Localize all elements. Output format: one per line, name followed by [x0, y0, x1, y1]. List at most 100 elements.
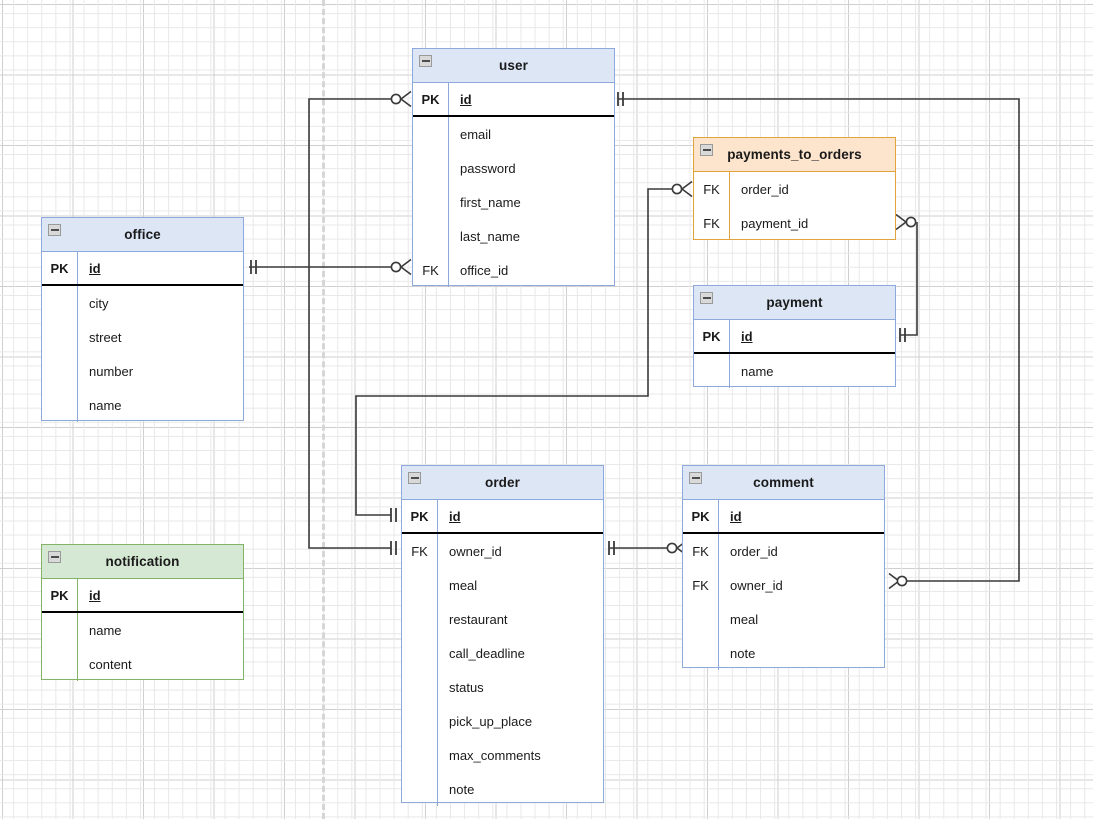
entity-order[interactable]: order PK id FK owner_id meal restaurant …: [401, 465, 604, 806]
relationship-office-to-user[interactable]: [249, 258, 412, 276]
entity-comment[interactable]: comment PK id FK order_id FK owner_id me…: [682, 465, 885, 670]
entity-header-notification[interactable]: notification: [42, 545, 243, 579]
row-field: order_id: [718, 534, 884, 568]
entity-row-office-city[interactable]: city: [42, 286, 243, 320]
entity-office[interactable]: office PK id city street number name: [41, 217, 244, 422]
row-field: owner_id: [718, 568, 884, 602]
collapse-minus-icon[interactable]: [689, 472, 702, 484]
row-key: [694, 354, 729, 388]
entity-row-notification-content[interactable]: content: [42, 647, 243, 681]
entity-title-payments-to-orders: payments_to_orders: [727, 147, 862, 162]
row-field: office_id: [448, 253, 614, 287]
row-field: name: [729, 354, 895, 388]
collapse-minus-icon[interactable]: [408, 472, 421, 484]
entity-row-order-id[interactable]: PK id: [402, 500, 603, 534]
entity-row-office-id[interactable]: PK id: [42, 252, 243, 286]
row-field: call_deadline: [437, 636, 603, 670]
entity-row-order-meal[interactable]: meal: [402, 568, 603, 602]
page-break-line: [322, 0, 325, 819]
entity-row-comment-owner-id[interactable]: FK owner_id: [683, 568, 884, 602]
row-key: FK: [692, 577, 709, 593]
relationship-payments-to-orders-to-payment[interactable]: [895, 213, 918, 343]
entity-rows-payment: PK id name: [694, 320, 895, 388]
row-key: [413, 117, 448, 151]
collapse-minus-icon[interactable]: [700, 292, 713, 304]
entity-row-user-password[interactable]: password: [413, 151, 614, 185]
row-field: last_name: [448, 219, 614, 253]
row-field: id: [448, 83, 614, 115]
collapse-minus-icon[interactable]: [48, 551, 61, 563]
entity-header-office[interactable]: office: [42, 218, 243, 252]
row-field: pick_up_place: [437, 704, 603, 738]
entity-row-office-number[interactable]: number: [42, 354, 243, 388]
entity-row-office-street[interactable]: street: [42, 320, 243, 354]
entity-row-order-restaurant[interactable]: restaurant: [402, 602, 603, 636]
entity-row-user-email[interactable]: email: [413, 117, 614, 151]
entity-rows-notification: PK id name content: [42, 579, 243, 681]
entity-title-office: office: [124, 227, 161, 242]
entity-row-order-call-deadline[interactable]: call_deadline: [402, 636, 603, 670]
row-key: PK: [50, 260, 69, 276]
entity-header-comment[interactable]: comment: [683, 466, 884, 500]
entity-header-order[interactable]: order: [402, 466, 603, 500]
row-field: owner_id: [437, 534, 603, 568]
row-key: PK: [691, 508, 710, 524]
row-key: PK: [50, 587, 69, 603]
entity-row-user-first-name[interactable]: first_name: [413, 185, 614, 219]
row-key: FK: [422, 262, 439, 278]
entity-header-user[interactable]: user: [413, 49, 614, 83]
row-key: [42, 388, 77, 422]
row-key: [413, 219, 448, 253]
entity-row-order-owner-id[interactable]: FK owner_id: [402, 534, 603, 568]
entity-title-order: order: [484, 475, 520, 490]
collapse-minus-icon[interactable]: [48, 224, 61, 236]
collapse-minus-icon[interactable]: [419, 55, 432, 67]
row-field: meal: [718, 602, 884, 636]
row-field: id: [437, 500, 603, 532]
entity-row-user-id[interactable]: PK id: [413, 83, 614, 117]
entity-row-pto-order-id[interactable]: FK order_id: [694, 172, 895, 206]
entity-row-comment-id[interactable]: PK id: [683, 500, 884, 534]
entity-row-order-status[interactable]: status: [402, 670, 603, 704]
row-key: FK: [692, 543, 709, 559]
row-key: [42, 613, 77, 647]
entity-row-order-note[interactable]: note: [402, 772, 603, 806]
entity-row-comment-note[interactable]: note: [683, 636, 884, 670]
relationship-order-to-comment[interactable]: [608, 539, 688, 557]
entity-row-user-last-name[interactable]: last_name: [413, 219, 614, 253]
entity-row-order-max-comments[interactable]: max_comments: [402, 738, 603, 772]
entity-row-notification-name[interactable]: name: [42, 613, 243, 647]
row-key: [42, 286, 77, 320]
entity-row-comment-meal[interactable]: meal: [683, 602, 884, 636]
row-field: name: [77, 388, 243, 422]
entity-payment[interactable]: payment PK id name: [693, 285, 896, 388]
entity-user[interactable]: user PK id email password first_name las…: [412, 48, 615, 287]
entity-row-pto-payment-id[interactable]: FK payment_id: [694, 206, 895, 240]
entity-row-payment-id[interactable]: PK id: [694, 320, 895, 354]
row-key: [42, 647, 77, 681]
entity-row-order-pick-up-place[interactable]: pick_up_place: [402, 704, 603, 738]
relationship-user-to-comment[interactable]: [617, 92, 1020, 590]
row-key: FK: [411, 543, 428, 559]
entity-header-payments-to-orders[interactable]: payments_to_orders: [694, 138, 895, 172]
entity-rows-office: PK id city street number name: [42, 252, 243, 422]
entity-header-payment[interactable]: payment: [694, 286, 895, 320]
entity-row-office-name[interactable]: name: [42, 388, 243, 422]
row-field: restaurant: [437, 602, 603, 636]
entity-row-notification-id[interactable]: PK id: [42, 579, 243, 613]
row-key: [683, 636, 718, 670]
entity-rows-comment: PK id FK order_id FK owner_id meal note: [683, 500, 884, 670]
relationship-user-to-order[interactable]: [308, 90, 412, 556]
row-field: id: [729, 320, 895, 352]
entity-notification[interactable]: notification PK id name content: [41, 544, 244, 681]
entity-row-payment-name[interactable]: name: [694, 354, 895, 388]
entity-payments-to-orders[interactable]: payments_to_orders FK order_id FK paymen…: [693, 137, 896, 240]
collapse-minus-icon[interactable]: [700, 144, 713, 156]
relationship-order-to-payments-to-orders[interactable]: [355, 180, 693, 523]
entity-row-user-office-id[interactable]: FK office_id: [413, 253, 614, 287]
entity-row-comment-order-id[interactable]: FK order_id: [683, 534, 884, 568]
row-field: max_comments: [437, 738, 603, 772]
row-field: note: [718, 636, 884, 670]
